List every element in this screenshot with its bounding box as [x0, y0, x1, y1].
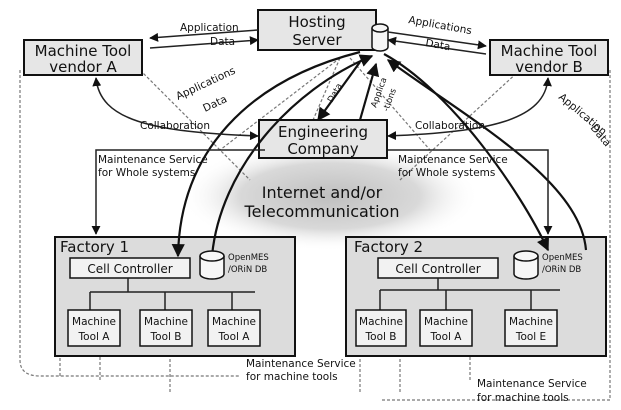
app-data-left-1: Application	[180, 22, 239, 34]
f2-db-icon	[513, 250, 539, 280]
maint-tools-2-line-2: for machine tools	[477, 392, 569, 404]
maintenance-whole-arrows	[91, 149, 553, 235]
f1-db-label-1: OpenMES	[228, 253, 269, 263]
f1-tool-2-label-1: Machine	[144, 316, 188, 328]
vendor-b-box	[489, 39, 609, 76]
app-data-center-1: Applications	[174, 65, 237, 103]
f1-tool-2-box	[139, 309, 193, 347]
f1-tool-3-label-1: Machine	[212, 316, 256, 328]
f2-tool-1-label-2: Tool B	[365, 331, 397, 343]
maint-tools-1-line-1: Maintenance Service	[246, 358, 356, 370]
factory-1-title: Factory 1	[60, 238, 129, 256]
f2-tool-1-label-1: Machine	[359, 316, 403, 328]
f2-tool-3-label-2: Tool E	[515, 331, 546, 343]
f2-db-label-2: /ORiN DB	[542, 265, 581, 275]
server-vendor-arrows	[149, 29, 487, 55]
hosting-server-box	[257, 9, 377, 51]
data-small-label: Data	[326, 82, 345, 105]
f1-cell-controller-label: Cell Controller	[87, 262, 172, 276]
f2-cell-controller-label: Cell Controller	[395, 262, 480, 276]
maintenance-loops	[19, 70, 611, 401]
maint-whole-right-1: Maintenance Service	[398, 154, 508, 166]
maint-whole-left-2: for Whole systems	[98, 167, 195, 179]
server-db-icon	[371, 23, 389, 52]
f1-tool-2-label-2: Tool B	[150, 331, 182, 343]
app-data-right-2: Data	[424, 37, 451, 53]
collaboration-arrows	[92, 77, 552, 141]
f1-db-icon	[199, 250, 225, 280]
app-data-left-2: Data	[210, 36, 235, 48]
collaboration-left-label: Collaboration	[140, 120, 210, 132]
f2-tool-3-box	[504, 309, 558, 347]
vendor-b-label-2: vendor B	[515, 58, 583, 76]
maint-whole-left-1: Maintenance Service	[98, 154, 208, 166]
vendor-a-box	[23, 39, 143, 76]
collaboration-right-label: Collaboration	[415, 120, 485, 132]
vendor-b-label-1: Machine Tool	[501, 42, 598, 60]
engineering-label-2: Company	[287, 140, 358, 158]
internet-label-1: Internet and/or	[262, 183, 383, 202]
hosting-server-label-2: Server	[292, 31, 342, 49]
vendor-a-label-1: Machine Tool	[35, 42, 132, 60]
factory-2	[345, 236, 607, 357]
f1-tool-3-box	[207, 309, 261, 347]
engineering-box	[258, 119, 388, 159]
engineering-label-1: Engineering	[278, 123, 368, 141]
vendor-a-label-2: vendor A	[49, 58, 117, 76]
f2-tool-2-box	[419, 309, 473, 347]
f2-tool-3-label-1: Machine	[509, 316, 553, 328]
f2-bus	[379, 278, 560, 310]
f1-tool-1-box	[67, 309, 121, 347]
f1-bus	[89, 278, 255, 310]
f1-tool-3-label-2: Tool A	[218, 331, 251, 343]
f1-db-label-2: /ORiN DB	[228, 265, 267, 275]
maint-tools-1-line-2: for machine tools	[246, 371, 338, 383]
app-data-right-1: Applications	[407, 14, 472, 37]
maint-tools-2-line-1: Maintenance Service	[477, 378, 587, 390]
app-data-far-right-2: Data	[588, 122, 613, 149]
f1-tool-1-label-2: Tool A	[78, 331, 111, 343]
f2-tool-2-label-2: Tool A	[430, 331, 463, 343]
factory-2-title: Factory 2	[354, 238, 423, 256]
internet-label-2: Telecommunication	[244, 202, 400, 221]
f2-tool-1-box	[355, 309, 407, 347]
maint-whole-right-2: for Whole systems	[398, 167, 495, 179]
f1-tool-1-label-1: Machine	[72, 316, 116, 328]
f1-cell-controller-box	[69, 257, 191, 279]
hosting-server-label-1: Hosting	[288, 13, 345, 31]
f2-db-label-1: OpenMES	[542, 253, 583, 263]
internet-cloud	[180, 141, 480, 251]
app-data-center-2: Data	[201, 93, 229, 114]
f2-tool-2-label-1: Machine	[424, 316, 468, 328]
